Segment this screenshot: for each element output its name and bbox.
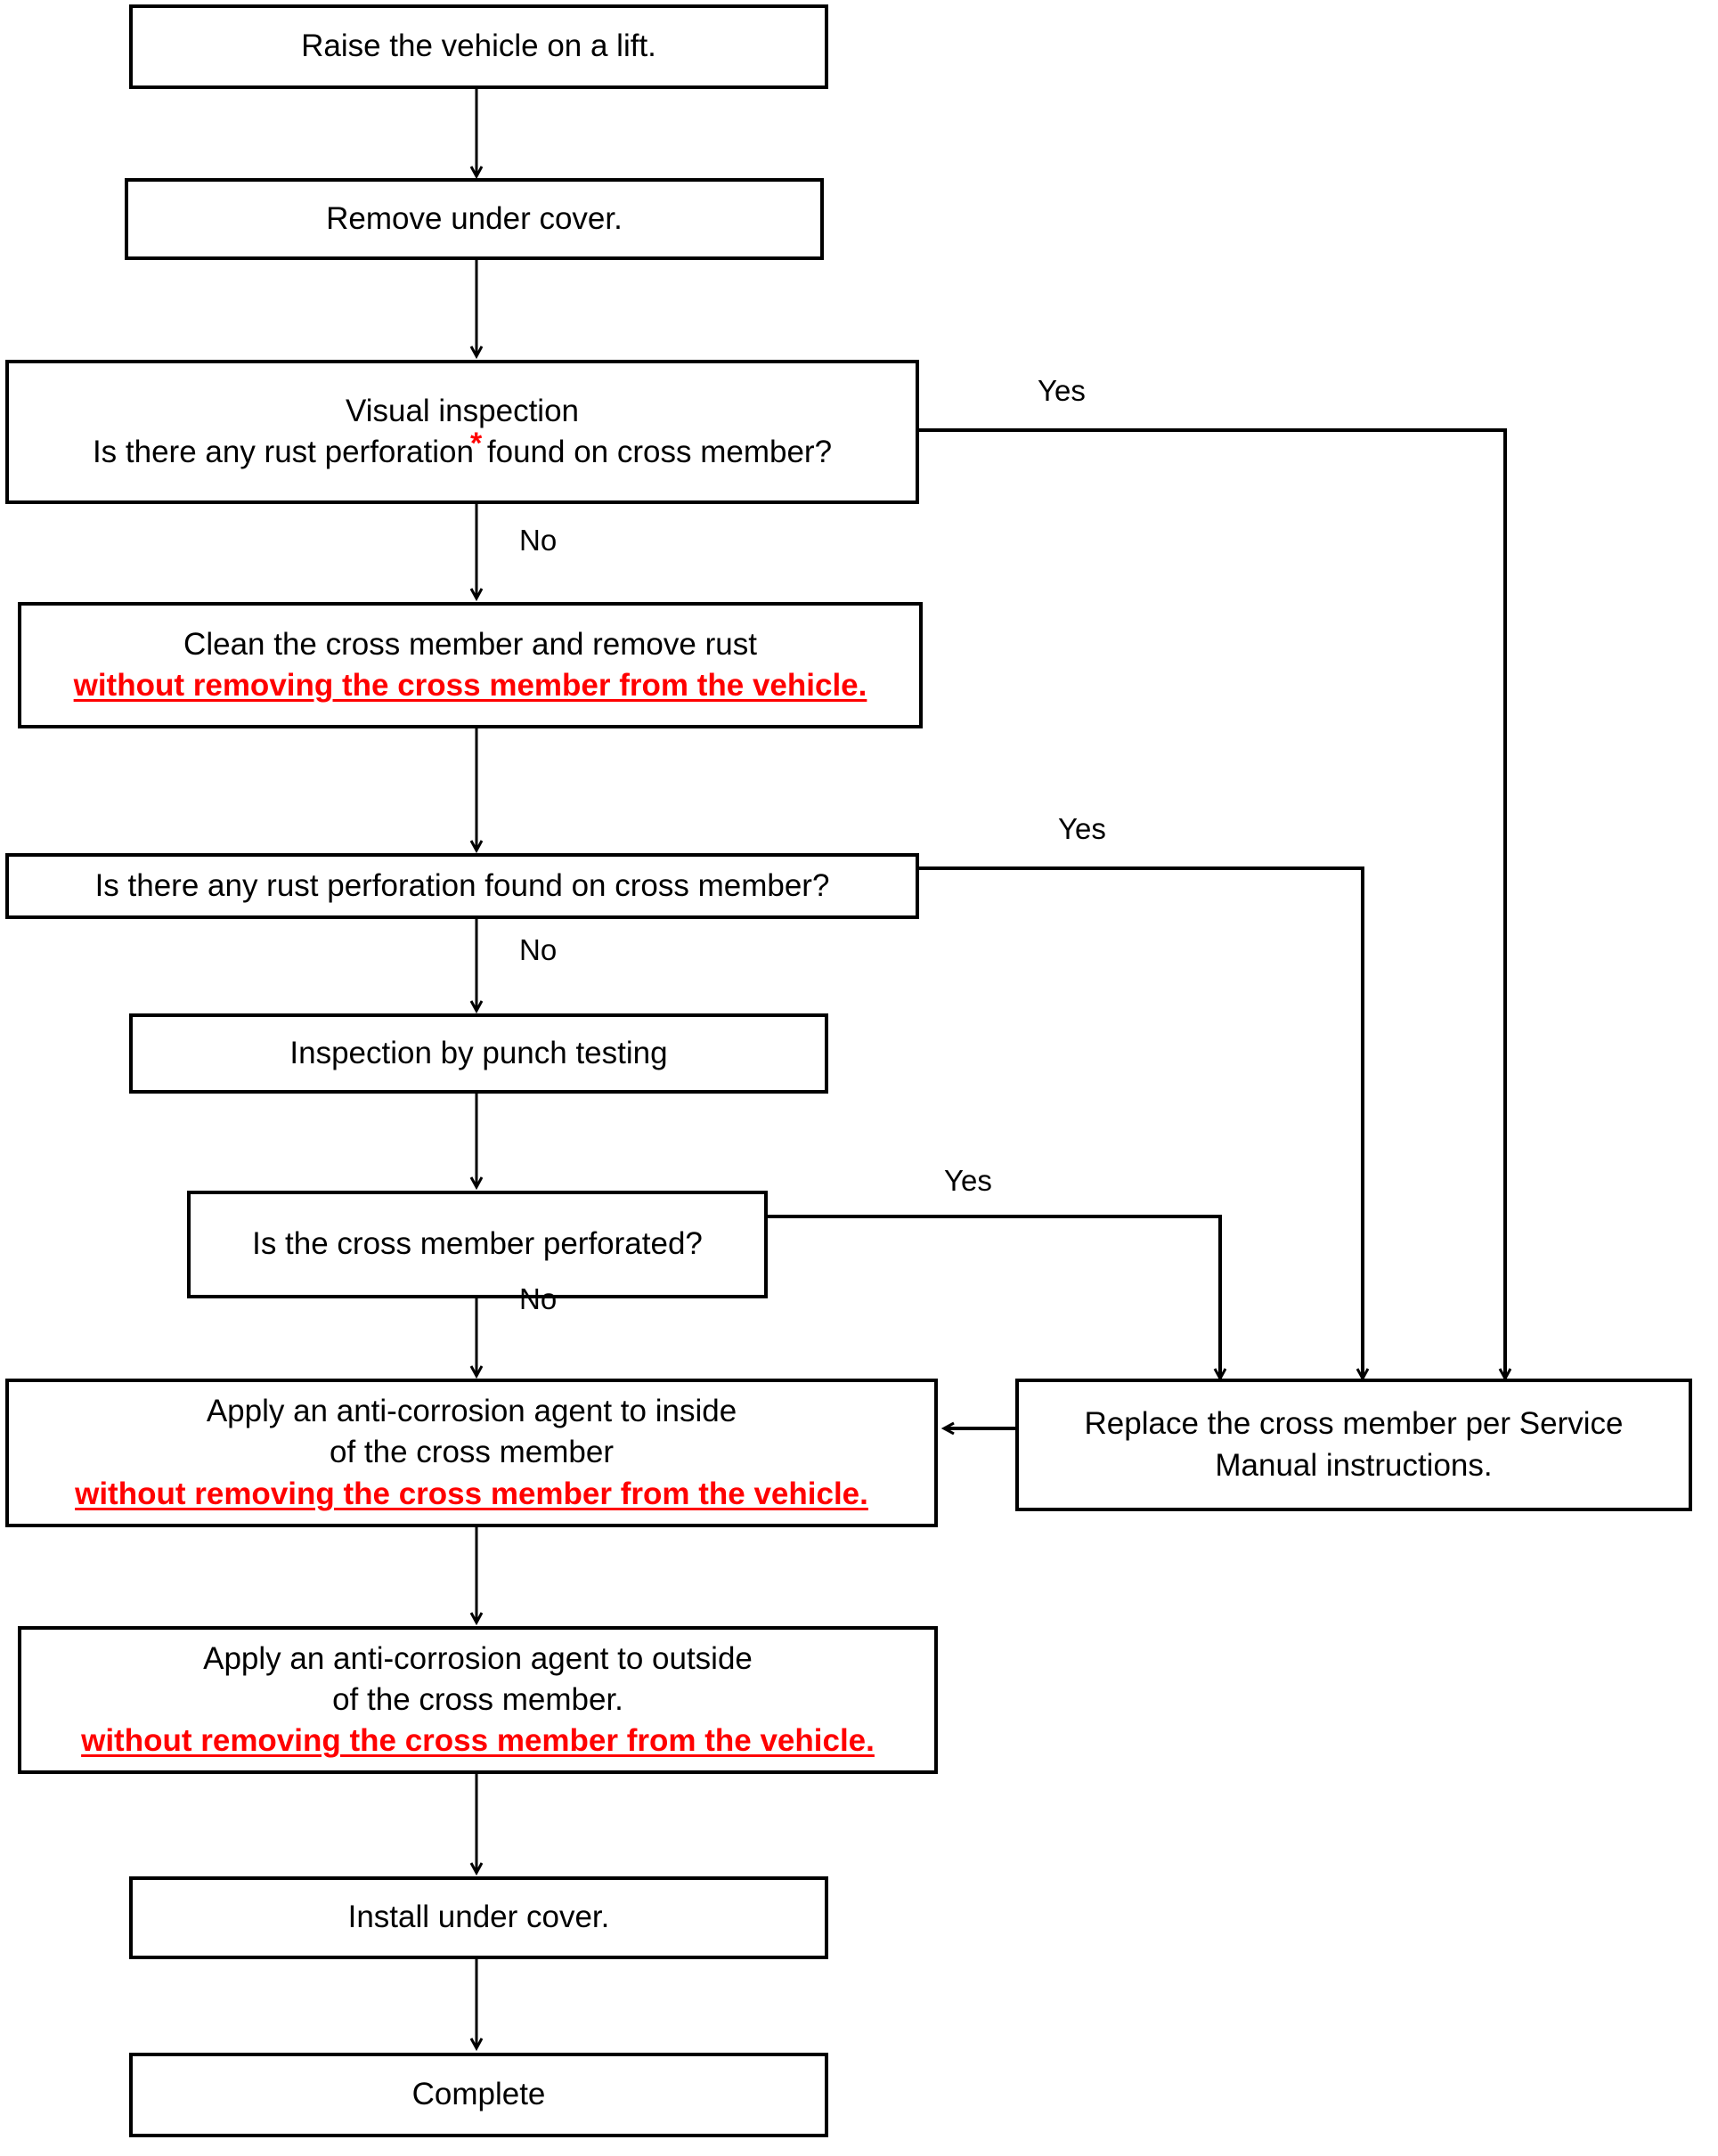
connector-visual-yes bbox=[919, 428, 1505, 1379]
connector-perforated-yes bbox=[768, 1215, 1220, 1379]
node-apply-outside-line2: of the cross member. bbox=[332, 1681, 623, 1717]
node-punch-testing-label: Inspection by punch testing bbox=[289, 1035, 668, 1070]
node-punch-testing[interactable]: Inspection by punch testing bbox=[129, 1013, 828, 1094]
node-raise-vehicle-label: Raise the vehicle on a lift. bbox=[301, 28, 656, 64]
node-replace-cross-member-line1: Replace the cross member per Service bbox=[1084, 1406, 1624, 1442]
node-apply-inside[interactable]: Apply an anti-corrosion agent to inside … bbox=[5, 1379, 938, 1527]
node-apply-inside-line1: Apply an anti-corrosion agent to inside bbox=[206, 1394, 737, 1429]
node-visual-inspection-line1: Visual inspection bbox=[345, 393, 580, 428]
node-perforated-question[interactable]: Is the cross member perforated? bbox=[187, 1191, 768, 1298]
node-complete[interactable]: Complete bbox=[129, 2053, 828, 2137]
node-visual-inspection[interactable]: Visual inspection Is there any rust perf… bbox=[5, 360, 919, 504]
node-complete-label: Complete bbox=[411, 2077, 546, 2112]
node-install-cover-label: Install under cover. bbox=[347, 1900, 610, 1935]
visual-inspection-question-before: Is there any rust perforation bbox=[92, 435, 474, 469]
node-clean-cross-member-warning: without removing the cross member from t… bbox=[73, 668, 867, 703]
node-install-cover[interactable]: Install under cover. bbox=[129, 1876, 828, 1959]
edge-label-rust-yes: Yes bbox=[1058, 812, 1106, 845]
node-apply-outside-line1: Apply an anti-corrosion agent to outside bbox=[203, 1640, 753, 1676]
node-visual-inspection-line2: Is there any rust perforation* found on … bbox=[92, 428, 833, 473]
node-apply-inside-warning: without removing the cross member from t… bbox=[75, 1476, 868, 1511]
connector-rust-yes bbox=[919, 866, 1363, 1379]
node-replace-cross-member[interactable]: Replace the cross member per Service Man… bbox=[1015, 1379, 1692, 1511]
footnote-asterisk: * bbox=[469, 427, 483, 461]
edge-label-perforated-yes: Yes bbox=[944, 1164, 992, 1197]
node-apply-outside[interactable]: Apply an anti-corrosion agent to outside… bbox=[18, 1626, 938, 1774]
visual-inspection-question-after: found on cross member? bbox=[478, 435, 833, 469]
node-apply-inside-line2: of the cross member bbox=[330, 1435, 614, 1470]
node-rust-question-label: Is there any rust perforation found on c… bbox=[94, 867, 830, 903]
edge-label-visual-no: No bbox=[519, 524, 558, 557]
node-raise-vehicle[interactable]: Raise the vehicle on a lift. bbox=[129, 4, 828, 89]
node-remove-cover-label: Remove under cover. bbox=[326, 200, 623, 236]
edge-label-rust-no: No bbox=[519, 933, 558, 966]
node-perforated-question-label: Is the cross member perforated? bbox=[252, 1226, 703, 1262]
node-replace-cross-member-line2: Manual instructions. bbox=[1215, 1447, 1493, 1483]
node-clean-cross-member[interactable]: Clean the cross member and remove rust w… bbox=[18, 602, 923, 728]
node-apply-outside-warning: without removing the cross member from t… bbox=[81, 1723, 875, 1759]
node-clean-cross-member-line1: Clean the cross member and remove rust bbox=[183, 626, 757, 662]
edge-label-visual-yes: Yes bbox=[1038, 374, 1086, 407]
edge-label-perforated-no: No bbox=[519, 1282, 558, 1315]
node-rust-question[interactable]: Is there any rust perforation found on c… bbox=[5, 853, 919, 919]
node-remove-cover[interactable]: Remove under cover. bbox=[125, 178, 824, 260]
